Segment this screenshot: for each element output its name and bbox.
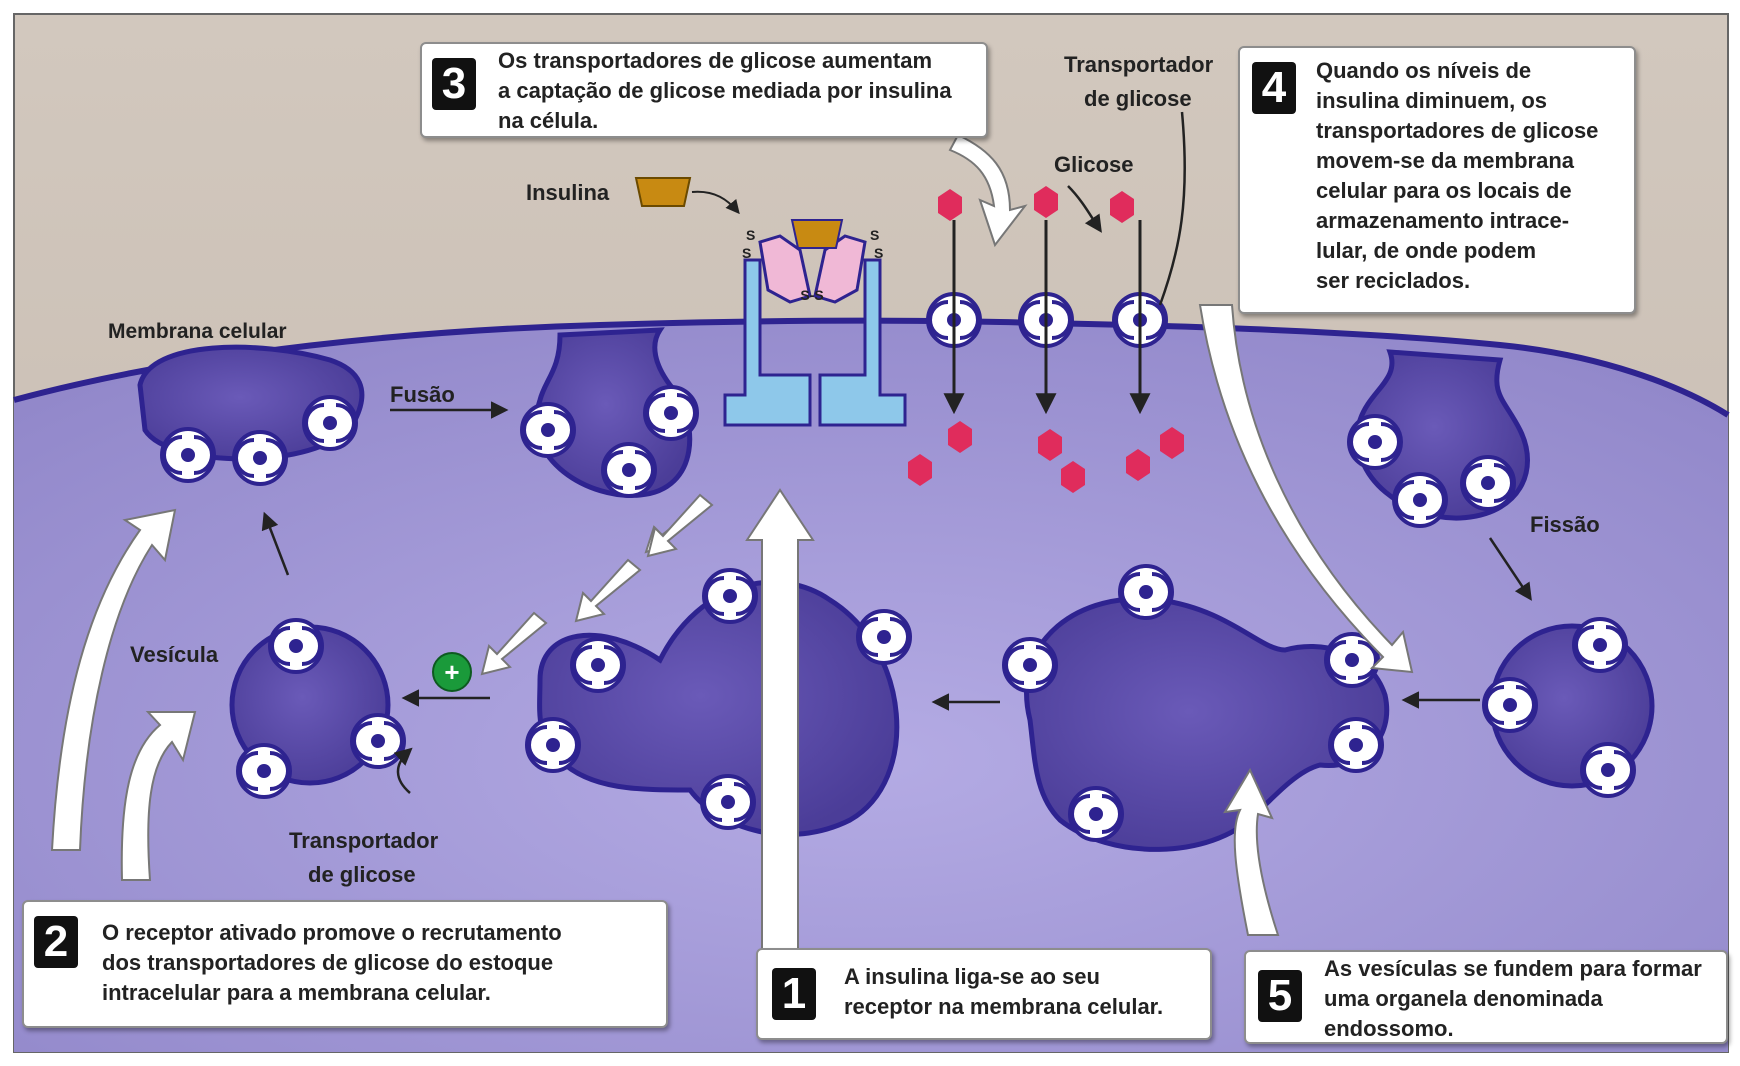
step-4-line-4: movem-se da membrana bbox=[1316, 146, 1598, 176]
step-4-line-5: celular para os locais de bbox=[1316, 176, 1598, 206]
step-1-number: 1 bbox=[772, 968, 816, 1020]
step-1-line-2: receptor na membrana celular. bbox=[844, 992, 1163, 1022]
step-5-box: 5 As vesículas se fundem para formar uma… bbox=[1244, 950, 1728, 1044]
plus-symbol: + bbox=[444, 657, 459, 687]
step-1-box: 1 A insulina liga-se ao seu receptor na … bbox=[756, 948, 1212, 1040]
fusao-label: Fusão bbox=[390, 380, 455, 410]
step-4-number: 4 bbox=[1252, 62, 1296, 114]
transportador-bottom-label-2: de glicose bbox=[308, 860, 416, 890]
ss-left-label-2: S bbox=[742, 245, 751, 261]
step-2-line-1: O receptor ativado promove o recrutament… bbox=[102, 918, 562, 948]
step-5-line-1: As vesículas se fundem para formar bbox=[1324, 954, 1702, 984]
step-4-box: 4 Quando os níveis de insulina diminuem,… bbox=[1238, 46, 1636, 314]
step-4-text: Quando os níveis de insulina diminuem, o… bbox=[1316, 56, 1598, 296]
step-3-text: Os transportadores de glicose aumentam a… bbox=[498, 46, 952, 136]
ss-right-label-2: S bbox=[874, 245, 883, 261]
step-1-text: A insulina liga-se ao seu receptor na me… bbox=[844, 962, 1163, 1022]
vesicula-label: Vesícula bbox=[130, 640, 218, 670]
step-2-line-3: intracelular para a membrana celular. bbox=[102, 978, 562, 1008]
fissao-label: Fissão bbox=[1530, 510, 1600, 540]
step-4-line-8: ser reciclados. bbox=[1316, 266, 1598, 296]
step-5-line-3: endossomo. bbox=[1324, 1014, 1702, 1044]
step-3-line-1: Os transportadores de glicose aumentam bbox=[498, 46, 952, 76]
insulina-label: Insulina bbox=[526, 178, 609, 208]
step-3-line-3: na célula. bbox=[498, 106, 952, 136]
step-3-line-2: a captação de glicose mediada por insuli… bbox=[498, 76, 952, 106]
step-2-text: O receptor ativado promove o recrutament… bbox=[102, 918, 562, 1008]
step-4-line-3: transportadores de glicose bbox=[1316, 116, 1598, 146]
step-4-line-6: armazenamento intrace- bbox=[1316, 206, 1598, 236]
free-insulin bbox=[636, 178, 690, 206]
membrana-label: Membrana celular bbox=[108, 317, 287, 347]
step-3-box: 3 Os transportadores de glicose aumentam… bbox=[420, 42, 988, 138]
ss-right-label: S bbox=[870, 227, 879, 243]
step-1-line-1: A insulina liga-se ao seu bbox=[844, 962, 1163, 992]
step-5-line-2: uma organela denominada bbox=[1324, 984, 1702, 1014]
step-2-line-2: dos transportadores de glicose do estoqu… bbox=[102, 948, 562, 978]
glicose-label: Glicose bbox=[1054, 150, 1133, 180]
step-2-box: 2 O receptor ativado promove o recrutame… bbox=[22, 900, 668, 1028]
ss-left-label: S bbox=[746, 227, 755, 243]
step-2-number: 2 bbox=[34, 916, 78, 968]
transportador-top-label-2: de glicose bbox=[1084, 84, 1192, 114]
transportador-bottom-label-1: Transportador bbox=[289, 826, 438, 856]
step-4-line-1: Quando os níveis de bbox=[1316, 56, 1598, 86]
step-4-line-2: insulina diminuem, os bbox=[1316, 86, 1598, 116]
transportador-top-label-1: Transportador bbox=[1064, 50, 1213, 80]
ss-bridge-label: S-S bbox=[800, 287, 823, 303]
step-3-number: 3 bbox=[432, 58, 476, 110]
step-5-number: 5 bbox=[1258, 970, 1302, 1022]
step-5-text: As vesículas se fundem para formar uma o… bbox=[1324, 954, 1702, 1044]
step-4-line-7: lular, de onde podem bbox=[1316, 236, 1598, 266]
